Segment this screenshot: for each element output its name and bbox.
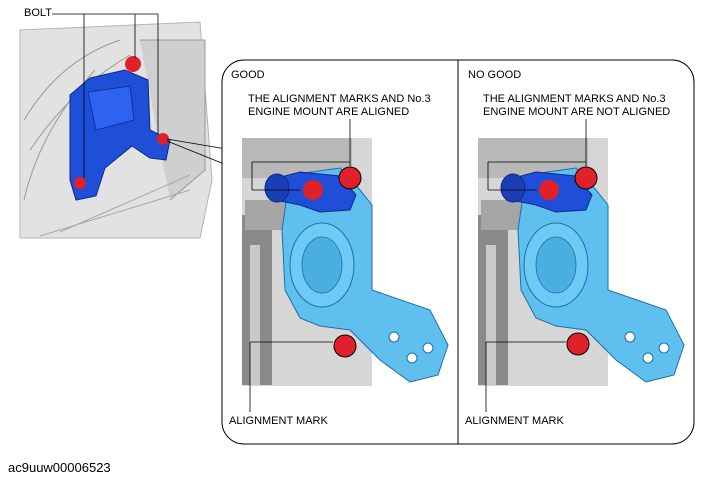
good-alignment-mark-label: ALIGNMENT MARK xyxy=(229,415,328,427)
good-mark-top xyxy=(338,166,362,190)
bad-description-line1: THE ALIGNMENT MARKS AND No.3 xyxy=(483,93,666,105)
bad-leader-lines xyxy=(485,119,587,412)
good-description-line2: ENGINE MOUNT ARE ALIGNED xyxy=(248,106,410,118)
bad-illustration xyxy=(478,138,685,386)
bad-description-line2: ENGINE MOUNT ARE NOT ALIGNED xyxy=(483,106,671,118)
overview-illustration xyxy=(19,13,245,239)
bolt-marker-bottom xyxy=(74,177,86,189)
bolt-marker-top xyxy=(125,56,141,72)
good-heading: GOOD xyxy=(231,69,265,81)
bolt-leader-lines xyxy=(52,13,159,178)
good-leader-lines xyxy=(249,119,351,412)
bolt-label: BOLT xyxy=(24,7,52,19)
bad-mount xyxy=(517,167,685,383)
figure-caption: ac9uuw00006523 xyxy=(8,460,111,475)
bad-mark-top xyxy=(574,166,598,190)
good-mount xyxy=(281,167,449,383)
good-illustration xyxy=(242,138,449,386)
good-mark-upper xyxy=(303,180,323,200)
no-good-heading: NO GOOD xyxy=(468,69,522,81)
good-mark-bottom xyxy=(333,334,357,358)
bolt-marker-right xyxy=(157,133,169,145)
good-description-line1: THE ALIGNMENT MARKS AND No.3 xyxy=(248,93,431,105)
bad-mark-upper xyxy=(539,180,559,200)
bad-alignment-mark-label: ALIGNMENT MARK xyxy=(465,415,564,427)
bad-mark-bottom xyxy=(566,332,590,356)
